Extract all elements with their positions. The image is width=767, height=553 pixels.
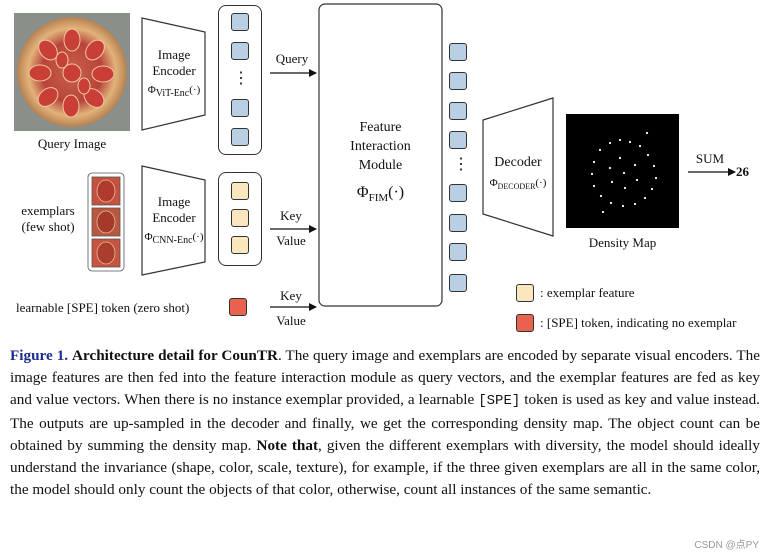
key-value-label-spe: Key Value [276, 288, 306, 328]
spe-code: [SPE] [478, 393, 521, 410]
exemplars-label: exemplars (few shot) [21, 203, 75, 234]
query-arrow-label: Query [275, 51, 309, 66]
legend-spe-label: : [SPE] token, indicating no exemplar [540, 315, 737, 330]
query-image-label: Query Image [37, 136, 107, 151]
sum-label: SUM [695, 151, 725, 166]
cnn-encoder-shape [141, 165, 206, 276]
diagram-graphics [14, 3, 736, 311]
exemplar-images [87, 172, 125, 272]
output-token [449, 102, 467, 120]
key-value-label-exemplar: Key Value [276, 208, 306, 248]
legend-exemplar-label: : exemplar feature [540, 285, 635, 300]
query-token-column: ⋮ [218, 5, 262, 155]
query-token [231, 13, 249, 31]
output-token [449, 72, 467, 90]
exemplar-token [231, 182, 249, 200]
query-token [231, 128, 249, 146]
density-map-label: Density Map [588, 235, 657, 250]
spe-token-label: learnable [SPE] token (zero shot) [16, 300, 190, 315]
output-token [449, 184, 467, 202]
output-token [449, 43, 467, 61]
caption-title: Architecture detail for CounTR [72, 347, 278, 364]
count-value: 26 [736, 164, 749, 179]
ellipsis-dots: ⋮ [233, 70, 249, 87]
decoder-label: Decoder ΦDECODER(·) [489, 155, 547, 192]
exemplar-token [231, 236, 249, 254]
output-token [449, 131, 467, 149]
query-token [231, 42, 249, 60]
caption-text-2: token is used as key and value instead. … [10, 391, 760, 454]
exemplar-token [231, 209, 249, 227]
caption-note: Note that [256, 436, 319, 454]
query-image [14, 13, 130, 131]
spe-token [229, 298, 247, 316]
fim-box [318, 3, 443, 307]
output-token [449, 214, 467, 232]
figure-number: Figure 1. [10, 347, 69, 364]
cnn-encoder-label: Image Encoder ΦCNN-Enc(·) [144, 194, 204, 247]
caption-text-1: . The query image and exemplars are enco… [10, 347, 760, 409]
fim-label: Feature Interaction Module ΦFIM(·) [350, 120, 411, 205]
figure-caption: Figure 1. Architecture detail for CounTR… [10, 345, 760, 501]
watermark: CSDN @点PY [694, 540, 759, 551]
legend-exemplar-swatch [516, 284, 534, 302]
decoder-shape [482, 97, 554, 237]
vit-encoder-label: Image Encoder ΦViT-Enc(·) [147, 47, 201, 100]
output-token [449, 274, 467, 292]
legend-spe-swatch [516, 314, 534, 332]
density-map [566, 114, 679, 228]
output-token [449, 243, 467, 261]
query-token [231, 99, 249, 117]
vit-encoder-shape [141, 17, 206, 131]
ellipsis-dots: ⋮ [453, 156, 469, 173]
exemplar-token-column [218, 172, 262, 266]
density-map-dots [590, 131, 658, 214]
caption-text-3: , given the different exemplars with div… [10, 436, 760, 499]
